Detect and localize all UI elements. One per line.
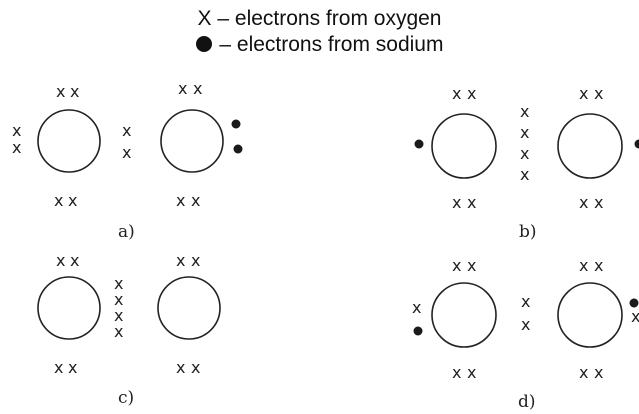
option-a-cross: x	[12, 138, 21, 157]
legend-dot-icon	[195, 36, 212, 52]
option-d-diagram: x x x x x x x x x x x x	[412, 256, 639, 382]
option-a-cross: x	[122, 121, 131, 140]
option-d-cross: x	[579, 256, 588, 275]
option-b-cross: x	[579, 193, 588, 212]
option-b-sodium-dot	[414, 139, 424, 149]
option-b-cross: x	[520, 144, 529, 163]
legend-dot-text: – electrons from sodium	[219, 33, 444, 56]
option-d-cross: x	[594, 256, 603, 275]
option-d-label: d)	[518, 392, 536, 412]
legend-cross-text: – electrons from oxygen	[217, 7, 442, 30]
option-c-cross: x	[114, 290, 123, 309]
option-d-sodium-dot	[413, 326, 423, 336]
option-a-cross: x	[191, 191, 200, 210]
option-c-cross: x	[114, 306, 123, 325]
option-b-right-atom	[557, 113, 623, 179]
option-b-cross: x	[520, 165, 529, 184]
option-a-label: a)	[118, 222, 135, 242]
option-b-cross: x	[467, 84, 476, 103]
option-c-right-atom	[157, 276, 221, 340]
option-d-right-atom	[557, 282, 623, 348]
option-c-cross: x	[56, 251, 65, 270]
option-a-cross: x	[178, 79, 187, 98]
option-a-cross: x	[176, 191, 185, 210]
option-a-cross: x	[12, 121, 21, 140]
legend-cross-symbol: X	[197, 7, 212, 30]
option-a-cross: x	[54, 191, 63, 210]
option-a-left-atom	[37, 109, 101, 173]
option-b-cross: x	[579, 84, 588, 103]
option-d-cross: x	[521, 292, 530, 311]
option-d-cross: x	[579, 363, 588, 382]
option-c-cross: x	[114, 274, 123, 293]
legend-sodium: – electrons from sodium	[0, 33, 639, 57]
option-b-sodium-dot	[634, 139, 639, 149]
option-a-cross: x	[68, 191, 77, 210]
option-a-diagram: x x x x x x x x x x x x	[12, 79, 243, 210]
option-b-left-atom	[431, 113, 497, 179]
option-a-sodium-dot	[233, 144, 243, 154]
option-a-cross: x	[70, 82, 79, 101]
option-b-cross: x	[467, 193, 476, 212]
option-d-cross: x	[412, 298, 421, 317]
option-c-cross: x	[191, 358, 200, 377]
option-c-cross: x	[176, 251, 185, 270]
option-c-cross: x	[191, 251, 200, 270]
option-c-cross: x	[176, 358, 185, 377]
option-c-diagram: x x x x x x x x x x x x	[37, 251, 221, 377]
option-d-cross: x	[594, 363, 603, 382]
option-a-cross: x	[193, 79, 202, 98]
option-d-cross: x	[452, 363, 461, 382]
option-b-cross: x	[452, 193, 461, 212]
option-a-sodium-dot	[231, 119, 241, 129]
option-b-cross: x	[594, 84, 603, 103]
option-c-cross: x	[54, 358, 63, 377]
option-b-cross: x	[452, 84, 461, 103]
option-d-cross: x	[467, 363, 476, 382]
option-c-label: c)	[118, 388, 135, 408]
option-b-cross: x	[520, 102, 529, 121]
option-d-cross: x	[467, 256, 476, 275]
option-c-cross: x	[68, 358, 77, 377]
option-d-sodium-dot	[629, 298, 639, 308]
legend-oxygen: X – electrons from oxygen	[0, 7, 639, 31]
option-b-cross: x	[594, 193, 603, 212]
option-c-left-atom	[37, 276, 101, 340]
option-d-cross: x	[452, 256, 461, 275]
option-b-cross: x	[520, 123, 529, 142]
option-c-cross: x	[114, 322, 123, 341]
option-d-left-atom	[431, 282, 497, 348]
option-a-cross: x	[56, 82, 65, 101]
option-c-cross: x	[70, 251, 79, 270]
option-a-cross: x	[122, 143, 131, 162]
option-d-cross: x	[521, 315, 530, 334]
option-a-right-atom	[160, 109, 224, 173]
option-d-cross: x	[631, 307, 639, 326]
option-b-diagram: x x x x x x x x x x x x	[414, 84, 639, 212]
option-b-label: b)	[519, 222, 537, 242]
